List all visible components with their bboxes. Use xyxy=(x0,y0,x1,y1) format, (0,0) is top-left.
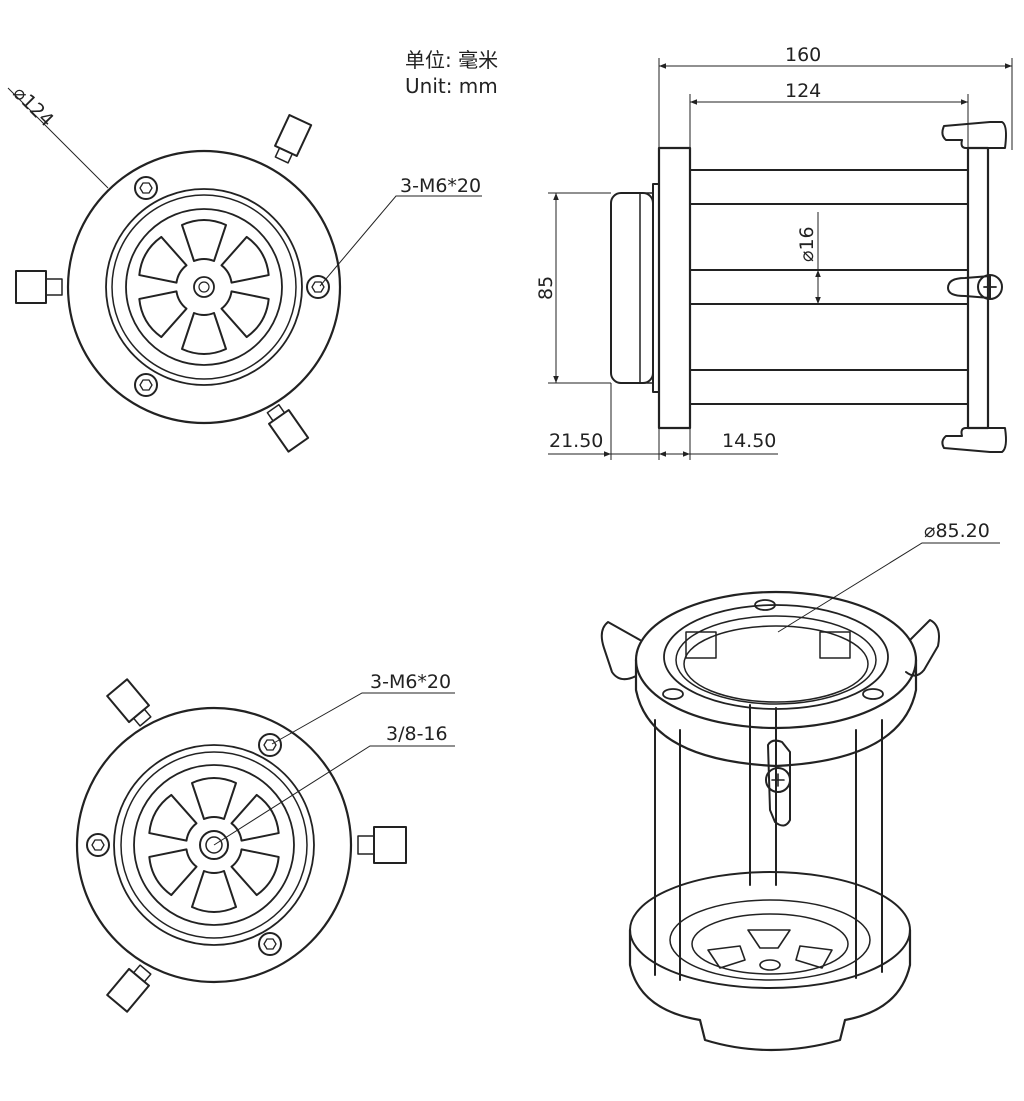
side-length-inner: 124 xyxy=(785,80,821,102)
top-knob-lower xyxy=(266,403,310,453)
side-rod-diameter: ⌀16 xyxy=(796,226,818,262)
bottom-bolt-3 xyxy=(258,932,282,956)
bottom-bolt-2 xyxy=(86,833,110,857)
side-knob-top xyxy=(941,121,1007,149)
top-view: ⌀124 3-M6*20 xyxy=(7,82,482,453)
bottom-knob-lower xyxy=(106,964,152,1013)
bottom-bolt-1 xyxy=(258,733,282,757)
top-diameter-label: ⌀124 xyxy=(8,82,57,131)
side-view: 160 124 85 ⌀16 21.50 14.50 xyxy=(535,44,1013,460)
bottom-view: 3-M6*20 3/8-16 xyxy=(75,671,455,1013)
side-offset-flange: 14.50 xyxy=(722,430,776,452)
bottom-knob-upper xyxy=(106,678,152,727)
unit-label-cn: 单位: 毫米 xyxy=(405,48,498,72)
side-height: 85 xyxy=(535,276,557,300)
bottom-bolt-label: 3-M6*20 xyxy=(370,671,451,693)
iso-ear-left xyxy=(600,621,641,681)
top-bolt-1 xyxy=(134,176,158,200)
top-bolt-label: 3-M6*20 xyxy=(400,175,481,197)
top-bolt-2 xyxy=(306,275,330,299)
side-knob-bottom xyxy=(941,427,1007,453)
top-knob-upper xyxy=(274,113,313,164)
side-offset-left: 21.50 xyxy=(549,430,603,452)
side-length-total: 160 xyxy=(785,44,821,66)
iso-view: ⌀85.20 xyxy=(600,520,1000,1052)
bottom-knob-right xyxy=(357,826,407,864)
top-knob-left xyxy=(15,270,63,304)
bottom-thread-label: 3/8-16 xyxy=(386,723,448,745)
iso-diameter-label: ⌀85.20 xyxy=(924,520,990,542)
unit-label-en: Unit: mm xyxy=(405,74,498,98)
top-bolt-3 xyxy=(134,373,158,397)
iso-ear-right xyxy=(905,619,940,677)
